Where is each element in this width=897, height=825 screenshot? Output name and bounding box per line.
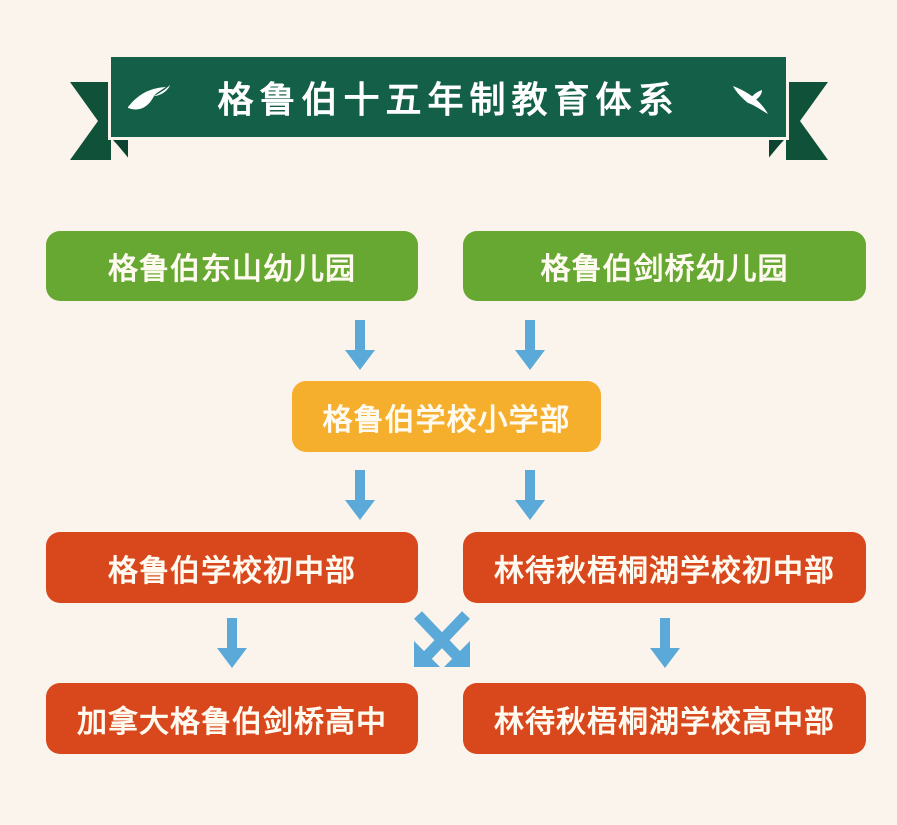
- box-middle-lindaiqiu: 林待秋梧桐湖学校初中部: [463, 532, 866, 603]
- arrow-down-icon: [515, 470, 545, 520]
- bird-icon-left: [128, 85, 170, 110]
- arrow-down-icon: [345, 320, 375, 370]
- box-high-canada-cambridge: 加拿大格鲁伯剑桥高中: [46, 683, 418, 754]
- box-middle-gruber: 格鲁伯学校初中部: [46, 532, 418, 603]
- cross-arrows-icon: [414, 611, 470, 667]
- arrow-down-icon: [217, 618, 247, 668]
- title-banner: [70, 54, 828, 160]
- arrow-down-icon: [515, 320, 545, 370]
- arrow-down-icon: [345, 470, 375, 520]
- box-high-lindaiqiu: 林待秋梧桐湖学校高中部: [463, 683, 866, 754]
- page-title: 格鲁伯十五年制教育体系: [217, 79, 680, 121]
- box-kindergarten-dongshan: 格鲁伯东山幼儿园: [46, 231, 418, 301]
- bird-icon-right: [733, 86, 768, 114]
- arrow-down-icon: [650, 618, 680, 668]
- box-kindergarten-cambridge: 格鲁伯剑桥幼儿园: [463, 231, 866, 301]
- box-primary-school: 格鲁伯学校小学部: [292, 381, 601, 452]
